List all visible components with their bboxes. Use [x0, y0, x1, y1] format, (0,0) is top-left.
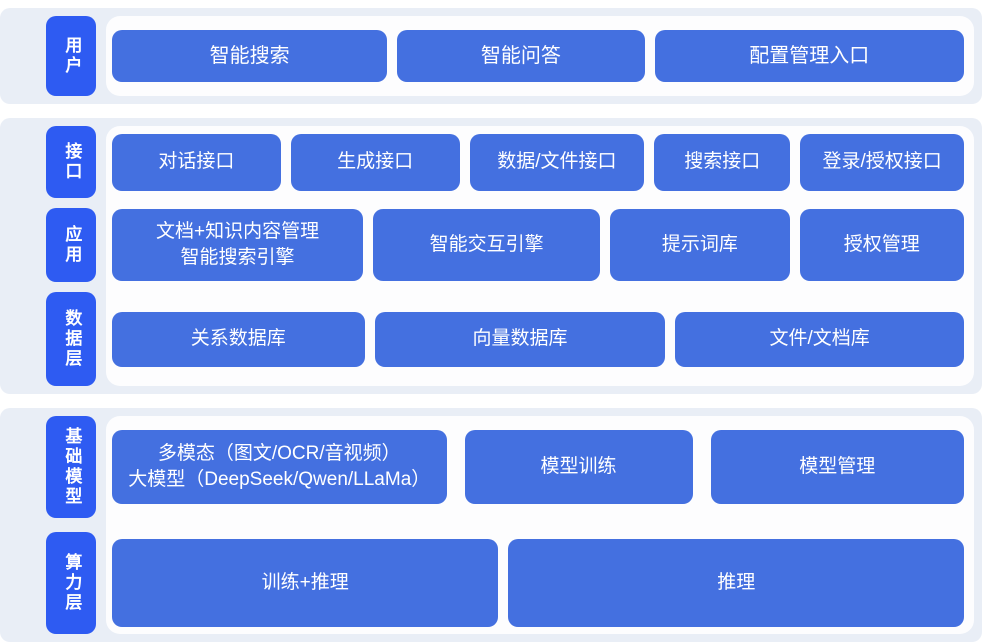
box-authorization-management: 授权管理: [799, 209, 964, 281]
box-generation-api: 生成接口: [290, 133, 460, 191]
row-applications: 应用 文档+知识内容管理 智能搜索引擎 智能交互引擎 提示词库 授权管理: [0, 208, 964, 282]
side-label-interface-text: 接口: [62, 142, 82, 182]
box-inference: 推理: [508, 539, 964, 627]
side-label-interface: 接口: [46, 126, 96, 198]
side-label-application-text: 应用: [62, 225, 82, 265]
row-compute-layer: 算力层 训练+推理 推理: [0, 532, 964, 634]
side-label-compute-layer-text: 算力层: [62, 553, 82, 613]
side-label-compute-layer: 算力层: [46, 532, 96, 634]
box-multimodal-llm: 多模态（图文/OCR/音视频） 大模型（DeepSeek/Qwen/LLaMa）: [112, 430, 447, 504]
row-interfaces: 接口 对话接口 生成接口 数据/文件接口 搜索接口 登录/授权接口: [0, 126, 964, 198]
box-intelligent-qa: 智能问答: [397, 30, 645, 82]
side-label-foundation-model-text: 基础模型: [62, 427, 82, 507]
section-foundation-compute: 基础模型 多模态（图文/OCR/音视频） 大模型（DeepSeek/Qwen/L…: [0, 408, 982, 642]
box-model-management: 模型管理: [710, 430, 965, 504]
side-label-foundation-model: 基础模型: [46, 416, 96, 518]
row-foundation-models: 基础模型 多模态（图文/OCR/音视频） 大模型（DeepSeek/Qwen/L…: [0, 416, 965, 518]
box-config-management-entry: 配置管理入口: [654, 30, 964, 82]
side-label-application: 应用: [46, 208, 96, 282]
side-label-data-layer: 数据层: [46, 292, 96, 386]
box-vector-database: 向量数据库: [374, 311, 666, 367]
box-intelligent-interaction-engine: 智能交互引擎: [373, 209, 601, 281]
box-login-auth-api: 登录/授权接口: [800, 133, 964, 191]
side-label-user: 用户: [46, 16, 96, 96]
box-data-file-api: 数据/文件接口: [469, 133, 645, 191]
box-search-api: 搜索接口: [654, 133, 791, 191]
box-prompt-library: 提示词库: [610, 209, 790, 281]
section-middle-layers: 接口 对话接口 生成接口 数据/文件接口 搜索接口 登录/授权接口 应用 文档+…: [0, 118, 982, 394]
box-doc-knowledge-search-engine: 文档+知识内容管理 智能搜索引擎: [112, 209, 364, 281]
section-user-layer: 用户 智能搜索 智能问答 配置管理入口: [0, 8, 982, 104]
box-model-training: 模型训练: [464, 430, 693, 504]
box-file-document-store: 文件/文档库: [675, 311, 964, 367]
row-user: 用户 智能搜索 智能问答 配置管理入口: [0, 16, 964, 96]
box-relational-database: 关系数据库: [112, 311, 365, 367]
side-label-data-layer-text: 数据层: [62, 309, 82, 369]
row-data-layer: 数据层 关系数据库 向量数据库 文件/文档库: [0, 292, 964, 386]
side-label-user-text: 用户: [62, 36, 82, 76]
box-training-plus-inference: 训练+推理: [112, 539, 499, 627]
box-dialog-api: 对话接口: [112, 133, 281, 191]
box-intelligent-search: 智能搜索: [112, 30, 388, 82]
